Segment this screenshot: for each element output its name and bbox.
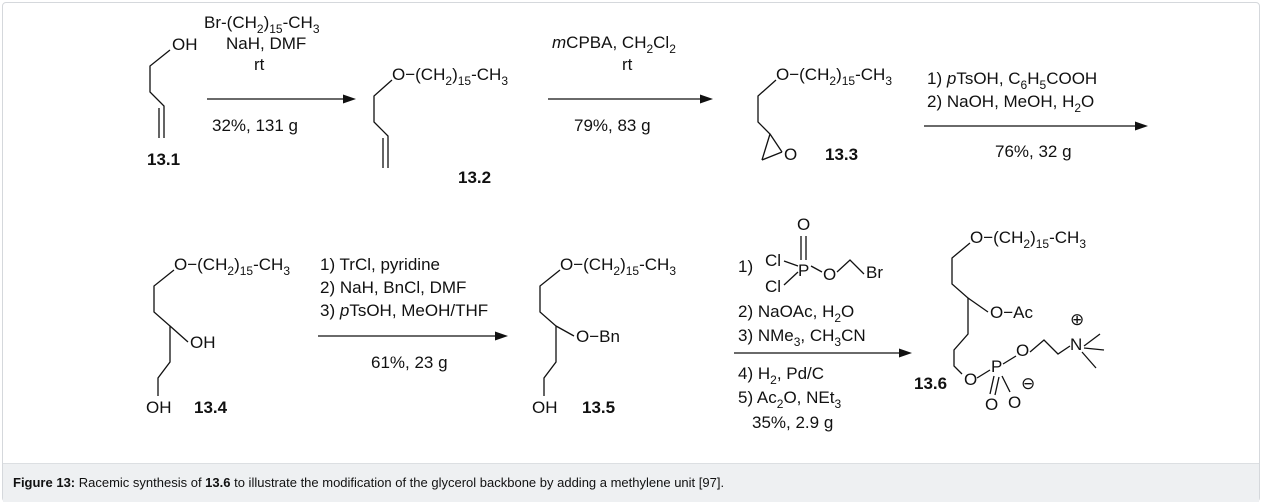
pc-minus: ⊖ (1021, 374, 1035, 393)
compound-13-6: O−(CH2)15-CH3 O−Ac O P O O ⊖ O N ⊕ 13.6 (914, 228, 1105, 414)
step-4: 1) TrCl, pyridine 2) NaH, BnCl, DMF 3) p… (318, 255, 508, 372)
step3-line2: 2) NaOH, MeOH, H2O (927, 92, 1094, 115)
pc-plus: ⊕ (1070, 310, 1084, 329)
step5-line1: 1) (738, 257, 753, 276)
step3-line1: 1) pTsOH, C6H5COOH (927, 69, 1097, 92)
caption-text-before: Racemic synthesis of (75, 475, 206, 490)
step5-cl-bottom: Cl (765, 277, 781, 296)
c13-1-label: 13.1 (147, 150, 180, 169)
c13-3-label: 13.3 (825, 145, 858, 164)
compound-13-5: O−(CH2)15-CH3 O−Bn OH 13.5 (532, 255, 676, 417)
step1-line2: NaH, DMF (226, 34, 306, 53)
step-1: Br-(CH2)15-CH3 NaH, DMF rt 32%, 131 g (204, 13, 356, 135)
step5-line2: 2) NaOAc, H2O (738, 302, 854, 325)
caption-bar: Figure 13: Racemic synthesis of 13.6 to … (3, 463, 1259, 502)
step-5: 1) Cl Cl P O O Br 2) NaOAc, H2O 3) NMe3,… (734, 215, 912, 432)
step5-line5: 5) Ac2O, NEt3 (738, 388, 841, 411)
compound-13-4: O−(CH2)15-CH3 OH OH 13.4 (146, 255, 290, 417)
c13-4-label: 13.4 (194, 398, 228, 417)
c13-5-oh: OH (532, 398, 558, 417)
figure-caption: Figure 13: Racemic synthesis of 13.6 to … (13, 475, 724, 490)
step4-line1: 1) TrCl, pyridine (320, 255, 440, 274)
step2-line1: mCPBA, CH2Cl2 (552, 33, 676, 56)
c13-1-oh: OH (172, 35, 198, 54)
caption-figure-label: Figure 13: (13, 475, 76, 490)
step1-line1: Br-(CH2)15-CH3 (204, 13, 320, 36)
c13-4-oh-secondary: OH (190, 333, 216, 352)
compound-13-3: O O−(CH2)15-CH3 13.3 (757, 65, 892, 164)
c13-5-obn: O−Bn (576, 327, 620, 346)
step5-line4: 4) H2, Pd/C (738, 364, 824, 387)
pc-o1: O (964, 370, 977, 389)
step4-line2: 2) NaH, BnCl, DMF (320, 278, 466, 297)
c13-3-chain: O−(CH2)15-CH3 (776, 65, 892, 88)
pc-o4: O (1016, 341, 1029, 360)
step5-yield: 35%, 2.9 g (752, 413, 833, 432)
c13-6-label: 13.6 (914, 374, 947, 393)
pc-o2: O (985, 395, 998, 414)
step2-line2: rt (622, 55, 633, 74)
compound-13-1: OH 13.1 (147, 35, 198, 169)
c13-4-chain: O−(CH2)15-CH3 (174, 255, 290, 278)
caption-text-after: to illustrate the modification of the gl… (230, 475, 725, 490)
reaction-scheme: OH 13.1 Br-(CH2)15-CH3 NaH, DMF rt 32%, … (146, 13, 1148, 432)
step5-o-top: O (797, 215, 810, 234)
c13-6-oac: O−Ac (990, 303, 1033, 322)
c13-2-label: 13.2 (458, 168, 491, 187)
step-2: mCPBA, CH2Cl2 rt 79%, 83 g (548, 33, 713, 135)
step4-yield: 61%, 23 g (371, 353, 448, 372)
c13-3-o: O (784, 145, 797, 164)
step3-yield: 76%, 32 g (995, 142, 1072, 161)
step5-cl-top: Cl (765, 251, 781, 270)
step2-yield: 79%, 83 g (574, 116, 651, 135)
c13-4-oh-primary: OH (146, 398, 172, 417)
caption-compound: 13.6 (205, 475, 231, 490)
step4-line3: 3) pTsOH, MeOH/THF (320, 301, 488, 320)
step1-yield: 32%, 131 g (212, 116, 298, 135)
step5-o-chain: O (823, 265, 836, 284)
c13-5-chain: O−(CH2)15-CH3 (560, 255, 676, 278)
pc-o3: O (1008, 393, 1021, 412)
pc-p: P (991, 357, 1002, 376)
c13-2-chain: O−(CH2)15-CH3 (392, 65, 508, 88)
step5-line3: 3) NMe3, CH3CN (738, 326, 866, 349)
step5-br: Br (866, 263, 883, 282)
step5-p: P (798, 261, 809, 280)
pc-n: N (1070, 335, 1082, 354)
step1-line3: rt (254, 55, 265, 74)
c13-5-label: 13.5 (582, 398, 615, 417)
step-3: 1) pTsOH, C6H5COOH 2) NaOH, MeOH, H2O 76… (924, 69, 1148, 161)
compound-13-2: O−(CH2)15-CH3 13.2 (373, 65, 508, 187)
c13-6-chain: O−(CH2)15-CH3 (970, 228, 1086, 251)
